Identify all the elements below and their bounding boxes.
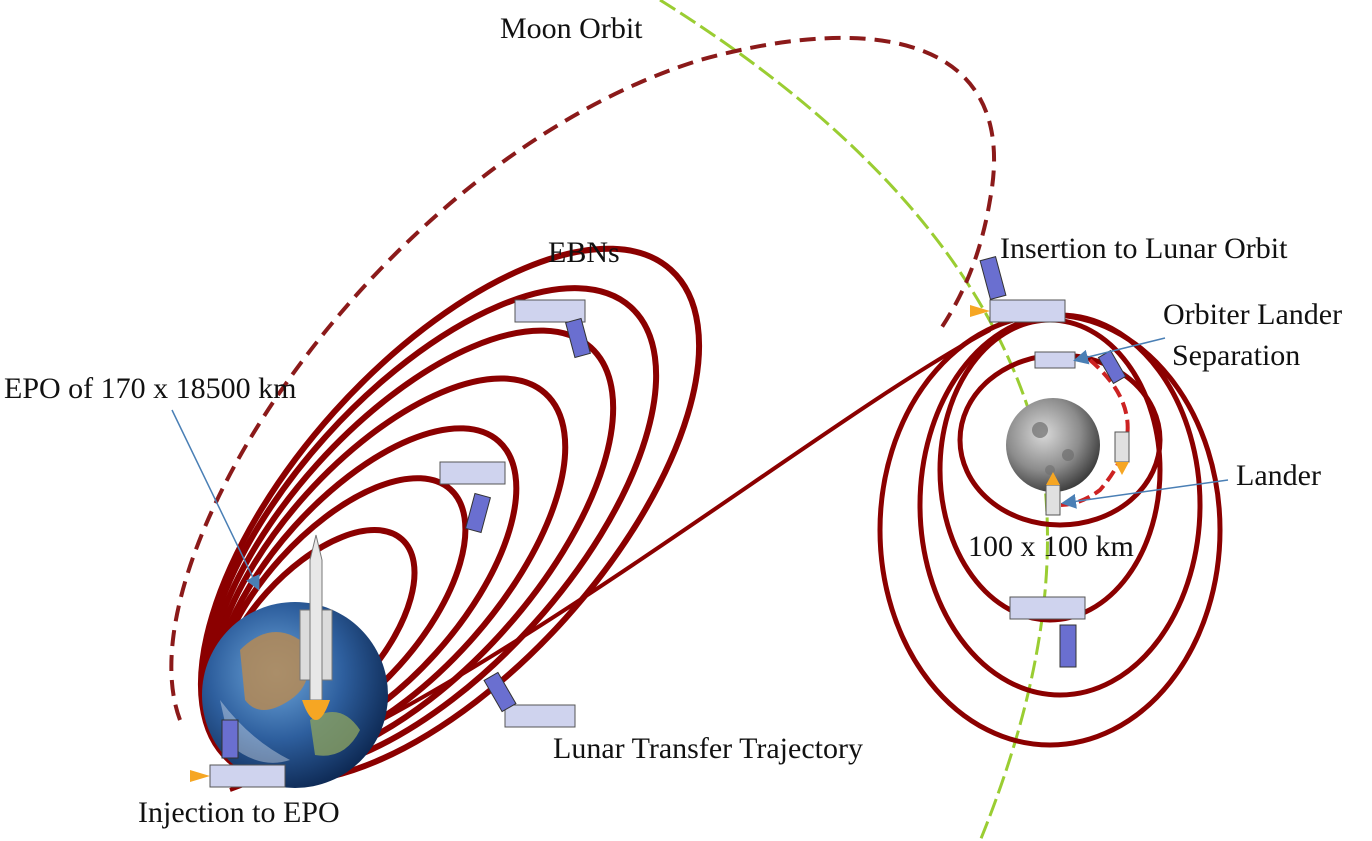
epo-pointer: [171, 409, 260, 591]
spacecraft-icon: [483, 671, 576, 728]
outer-dashed-trajectory: [169, 35, 997, 721]
lander-label: Lander: [1236, 459, 1321, 492]
insertion-label: Insertion to Lunar Orbit: [1000, 232, 1288, 265]
epo-label: EPO of 170 x 18500 km: [4, 372, 297, 405]
separation-pointer: [1073, 337, 1166, 365]
lander-icon: [1045, 472, 1061, 516]
lunar-orbit-size-label: 100 x 100 km: [968, 530, 1134, 563]
spacecraft-icon: [1009, 596, 1086, 668]
lander-icon: [1114, 431, 1130, 475]
lander-descent-path: [1059, 358, 1130, 507]
spacecraft-icon: [514, 299, 591, 359]
separation-label-line2: Separation: [1172, 339, 1300, 372]
rocket-icon: [299, 534, 333, 720]
lander-pointer: [1061, 479, 1229, 509]
earth-icon: [202, 602, 388, 788]
ebns-label: EBNs: [548, 236, 620, 269]
spacecraft-icon: [190, 719, 286, 788]
separation-label-line1: Orbiter Lander: [1163, 298, 1342, 331]
moon-orbit-label: Moon Orbit: [500, 12, 643, 45]
spacecraft-icon: [1034, 349, 1127, 385]
injection-label: Injection to EPO: [138, 796, 340, 829]
spacecraft-icon: [970, 255, 1066, 323]
spacecraft-icon: [439, 461, 506, 534]
transfer-label: Lunar Transfer Trajectory: [553, 732, 863, 765]
moon-icon: [1006, 398, 1100, 492]
